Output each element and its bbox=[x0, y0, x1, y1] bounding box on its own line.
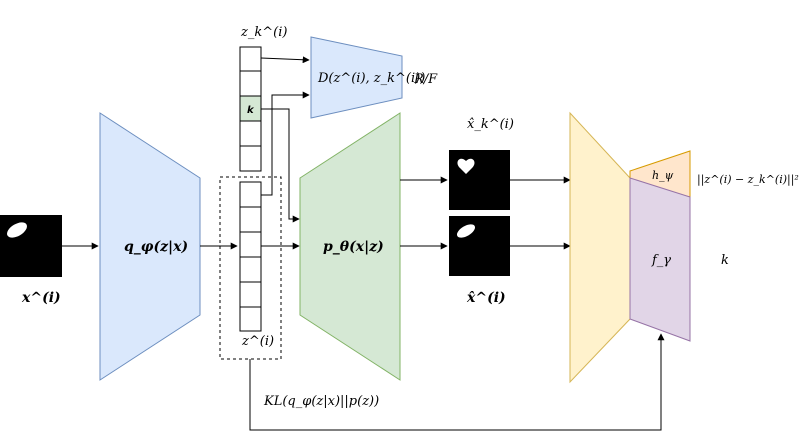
k-output-label: k bbox=[721, 253, 729, 268]
input-label: x^(i) bbox=[21, 290, 61, 306]
latent-z-label: z^(i) bbox=[241, 334, 274, 349]
distance-label: ||z^(i) − z_k^(i)||² bbox=[697, 173, 799, 187]
encoder-label: q_φ(z|x) bbox=[124, 239, 188, 255]
latent-zk-column bbox=[239, 46, 262, 172]
encoder-trapezoid bbox=[99, 112, 201, 381]
k-cell-label: k bbox=[247, 105, 255, 116]
decoder-trapezoid bbox=[299, 112, 401, 381]
arrow-z-discriminator bbox=[261, 91, 310, 196]
h-psi-label: h_ψ bbox=[652, 169, 674, 182]
input-image bbox=[0, 215, 62, 277]
heart-shape-image bbox=[449, 150, 510, 210]
arrow-zk-discriminator bbox=[260, 56, 310, 64]
rf-label: R/F bbox=[413, 72, 438, 87]
recon-label: x̂^(i) bbox=[466, 290, 506, 306]
kl-label: KL(q_φ(z|x)||p(z)) bbox=[263, 394, 379, 409]
arrow-kl bbox=[249, 333, 665, 431]
latent-zk-label: z_k^(i) bbox=[240, 25, 287, 40]
classifier-trapezoid bbox=[569, 111, 631, 384]
f-gamma-head bbox=[629, 177, 691, 342]
discriminator-trapezoid bbox=[310, 36, 403, 119]
ellipse-shape-image bbox=[449, 216, 510, 276]
f-gamma-label: f_γ bbox=[651, 253, 671, 268]
latent-z-dashed-box bbox=[219, 176, 282, 360]
gen-k-label: x̂_k^(i) bbox=[467, 117, 514, 132]
discriminator-label: D(z^(i), z_k^(i)) bbox=[317, 71, 425, 86]
decoder-label: p_θ(x|z) bbox=[323, 239, 384, 255]
arrow-k-decoder bbox=[261, 108, 300, 223]
latent-z-column bbox=[239, 181, 262, 332]
